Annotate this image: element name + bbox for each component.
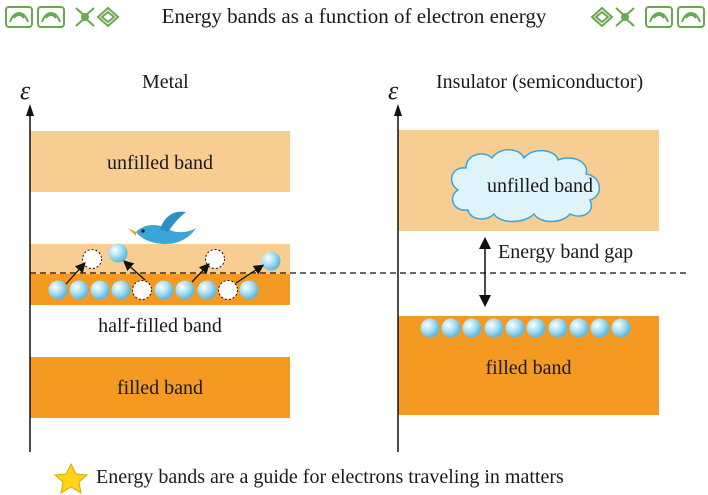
metal-filled-band [30,357,290,418]
leaf-ornament-icon [590,6,705,28]
insulator-filled-band-label: filled band [485,357,572,379]
electron [48,280,68,300]
insulator-energy-axis [394,104,402,452]
electron [239,280,259,300]
vacancy [218,280,238,300]
metal-unfilled-band-label: unfilled band [106,152,214,174]
electron [441,318,461,338]
insulator-unfilled-band-label: unfilled band [486,175,594,197]
electron [261,251,281,271]
metal-electrons [48,280,259,300]
electron [548,318,568,338]
metal-transition-arrows [65,260,265,285]
electron [505,318,525,338]
leaf-ornament-icon [5,6,120,28]
electron [111,280,131,300]
footer-caption: Energy bands are a guide for electrons t… [96,464,564,490]
electron [484,318,504,338]
energy-gap-label: Energy band gap [498,241,634,263]
metal-energy-axis [26,104,34,452]
star-icon [53,462,89,494]
footer-text: Energy bands are a guide for electrons t… [96,466,564,488]
bird-icon [128,211,196,244]
electron [108,243,128,263]
electron [462,318,482,338]
vacancy [82,249,102,269]
electron [420,318,440,338]
cloud-shape [450,149,600,223]
metal-unfilled-band [30,131,290,192]
electron [526,318,546,338]
page-title: Energy bands as a function of electron e… [161,4,547,28]
electron [197,280,217,300]
insulator-axis-symbol: ε [388,76,399,105]
electron [590,318,610,338]
electron [175,280,195,300]
insulator-panel-title: Insulator (semiconductor) [436,71,644,93]
metal-axis-symbol: ε [20,76,31,105]
metal-excited-electrons [82,243,281,271]
vacancy [205,249,225,269]
metal-partially-filled-upper [30,244,290,274]
electron [69,280,89,300]
metal-half-filled-band-label: half-filled band [98,315,222,337]
insulator-electrons [420,318,631,338]
metal-panel-title: Metal [142,71,189,93]
vacancy [132,280,152,300]
electron [90,280,110,300]
electron [569,318,589,338]
electron [154,280,174,300]
electron [611,318,631,338]
metal-filled-band-label: filled band [116,377,204,399]
